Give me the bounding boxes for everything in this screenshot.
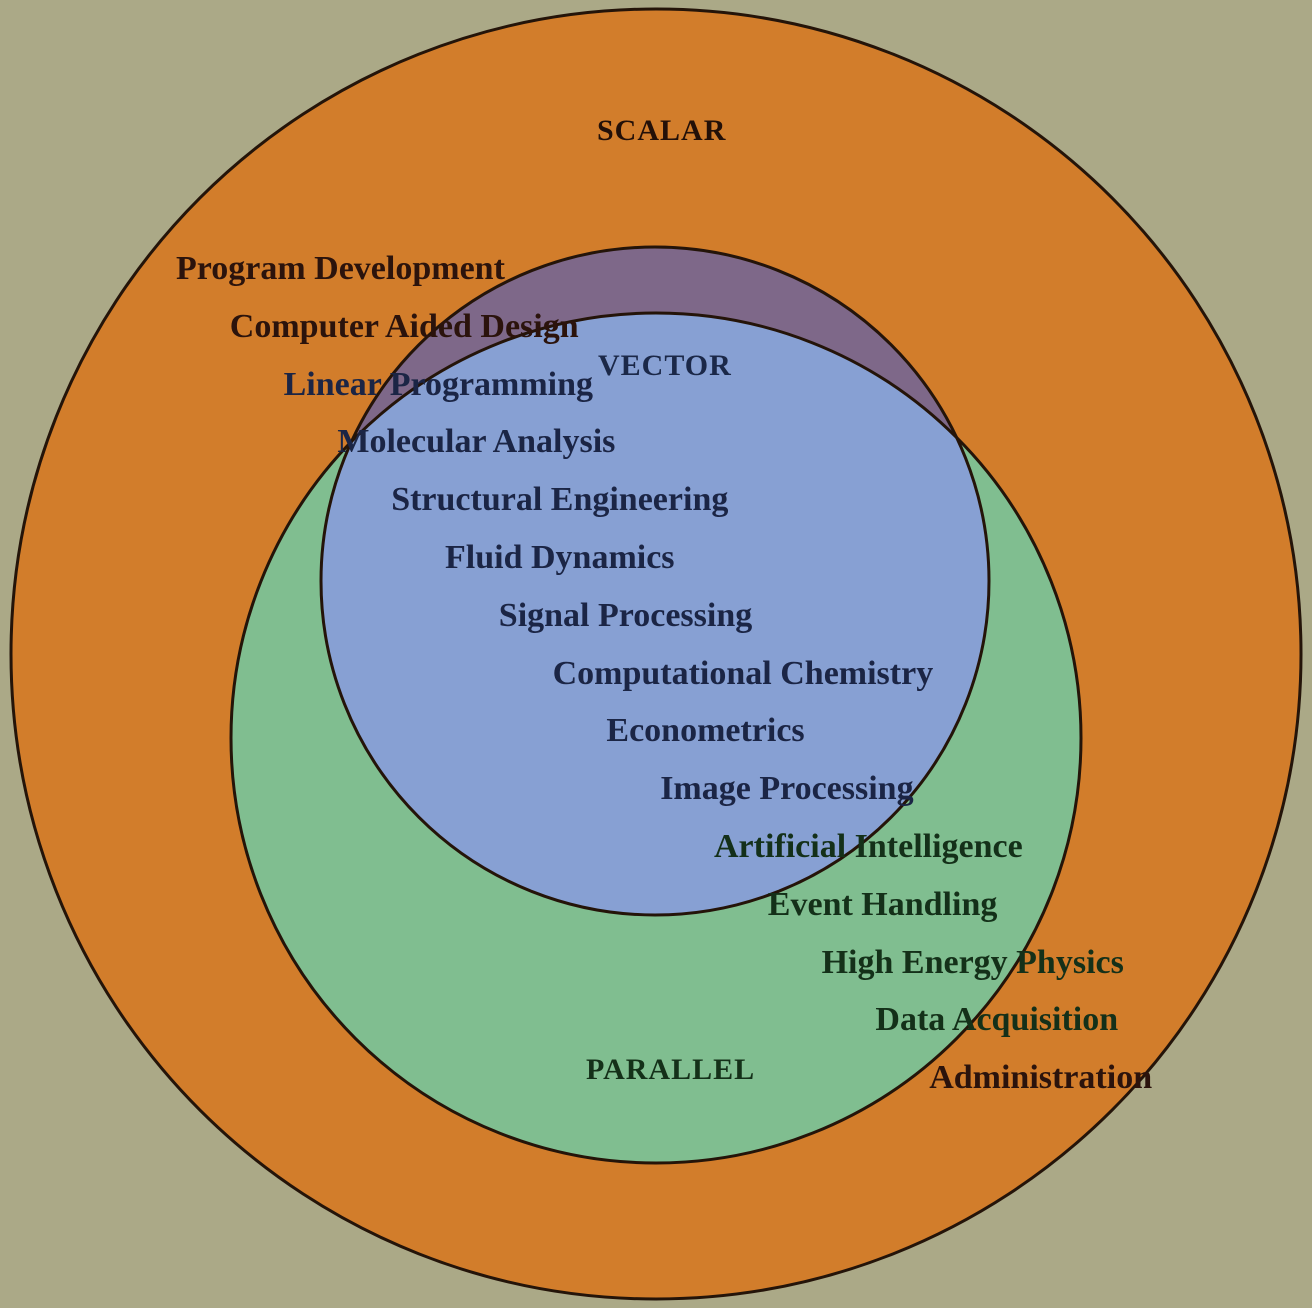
- application-label-linear-programming: Linear Programming: [283, 365, 594, 403]
- application-label-econometrics: Econometrics: [606, 712, 805, 750]
- application-label-event-handling: Event Handling: [767, 885, 998, 923]
- application-label-structural-engineering: Structural Engineering: [391, 481, 729, 519]
- vector-circle: [321, 313, 989, 915]
- application-label-fluid-dynamics: Fluid Dynamics: [445, 539, 675, 576]
- application-label-image-processing: Image Processing: [660, 770, 914, 808]
- parallel-region-label: PARALLEL: [586, 1053, 756, 1086]
- application-label-high-energy-physics: High Energy Physics: [821, 943, 1124, 981]
- scalar-region-label: SCALAR: [597, 114, 727, 147]
- circle-outlines: [9, 7, 1303, 1301]
- application-label-molecular-analysis: Molecular Analysis: [337, 423, 616, 461]
- application-label-administration: Administration: [929, 1059, 1153, 1097]
- application-label-computer-aided-design: Computer Aided Design: [229, 307, 579, 345]
- application-label-computational-chemistry: Computational Chemistry: [552, 654, 934, 692]
- application-label-program-development: Program Development: [176, 250, 505, 287]
- vector-region-label: VECTOR: [598, 349, 732, 382]
- application-label-signal-processing: Signal Processing: [498, 596, 753, 634]
- application-label-data-acquisition: Data Acquisition: [875, 1001, 1119, 1039]
- application-label-artificial-intelligence: Artificial Intelligence: [714, 828, 1023, 865]
